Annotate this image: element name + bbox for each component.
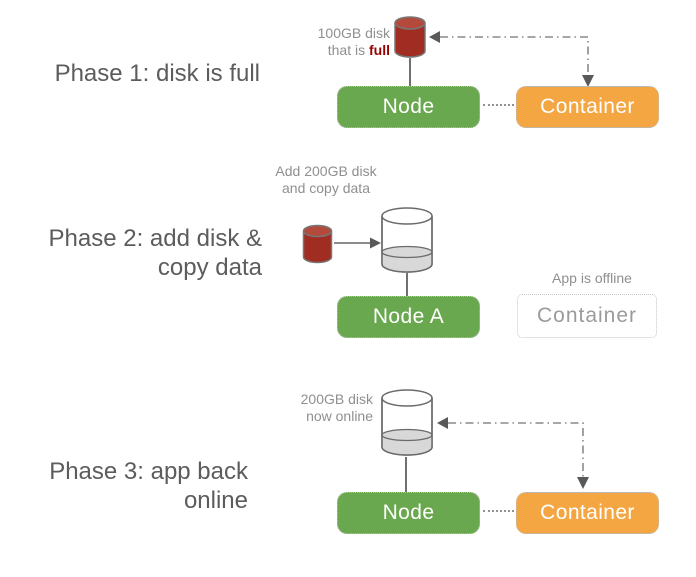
container-to-disk-arrow xyxy=(437,417,589,489)
phase3-node-box: Node xyxy=(337,492,480,534)
online-disk-icon xyxy=(381,389,433,456)
node-container-link xyxy=(483,510,514,512)
phase3-container-box: Container xyxy=(516,492,659,534)
phase3-title: Phase 3: app back online xyxy=(8,457,248,515)
phase2-disk-note-line1: Add 200GB disk xyxy=(275,163,377,179)
phase2-disk-note-line2: and copy data xyxy=(282,180,370,196)
old-disk-icon xyxy=(302,224,333,264)
app-offline-label: App is offline xyxy=(552,270,632,286)
phase1-container-box: Container xyxy=(516,86,659,128)
disk-node-link xyxy=(409,58,411,86)
phase3-disk-note: 200GB disk now online xyxy=(283,391,373,425)
phase3-disk-note-line1: 200GB disk xyxy=(300,391,373,407)
phase3-title-line2: online xyxy=(183,487,248,514)
phase1-disk-note: 100GB disk that is full xyxy=(276,25,390,59)
phase2-title-line1: Phase 2: add disk & xyxy=(48,225,262,252)
full-emphasis: full xyxy=(369,42,390,58)
phase1-disk-note-line2: that is full xyxy=(327,42,390,58)
new-disk-icon xyxy=(381,207,433,273)
copy-data-arrow xyxy=(334,237,381,249)
phase2-disk-note: Add 200GB disk and copy data xyxy=(264,163,388,197)
phase3-title-line1: Phase 3: app back xyxy=(49,458,248,485)
phase1-title: Phase 1: disk is full xyxy=(54,60,260,87)
container-to-disk-arrow xyxy=(429,31,594,87)
phase1-node-box: Node xyxy=(337,86,480,128)
disk-node-link xyxy=(406,273,408,297)
node-container-link xyxy=(483,104,514,106)
phase2-title-line2: copy data xyxy=(157,254,262,281)
phase2-title: Phase 2: add disk & copy data xyxy=(8,224,262,282)
full-disk-icon xyxy=(394,16,426,58)
phase3-disk-note-line2: now online xyxy=(306,408,373,424)
phase2-container-box-offline: Container xyxy=(517,294,657,338)
phase2-node-box: Node A xyxy=(337,296,480,338)
disk-node-link xyxy=(405,457,407,493)
phase1-disk-note-line1: 100GB disk xyxy=(317,25,390,41)
